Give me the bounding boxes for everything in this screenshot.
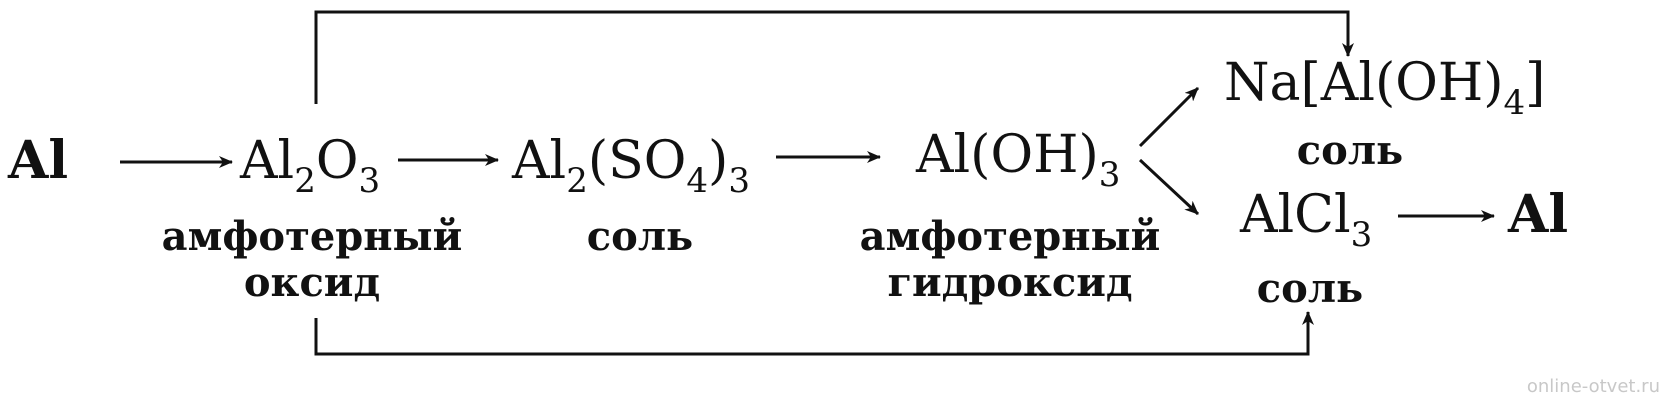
watermark: online-otvet.ru xyxy=(1527,376,1660,397)
sulfate-sub-2: 4 xyxy=(686,161,708,201)
hydroxide-sub-1: 3 xyxy=(1099,155,1121,195)
al2o3-caption-2: оксид xyxy=(244,259,380,306)
hydroxide-caption-2: гидроксид xyxy=(887,259,1132,306)
tetrahydroxo-part-2: ] xyxy=(1525,53,1545,113)
chloride-caption: соль xyxy=(1257,265,1363,312)
hydroxide-caption-1: амфотерный xyxy=(860,213,1161,260)
sulfate-part-3: ) xyxy=(708,131,728,191)
node-al-start: Al xyxy=(7,130,68,191)
node-alcl3: AlCl3 xyxy=(1239,185,1372,255)
node-al2so43: Al2(SO4)3 xyxy=(511,131,750,201)
tetrahydroxo-caption: соль xyxy=(1297,127,1403,174)
arrow-hydroxide-to-tetrahydroxoaluminate xyxy=(1138,86,1200,148)
tetrahydroxo-part-1: Na[Al(OH) xyxy=(1224,53,1504,113)
al2o3-sub-1: 2 xyxy=(294,161,316,201)
arrow-al2o3-to-chloride xyxy=(314,311,1314,356)
node-al-end: Al xyxy=(1507,184,1568,245)
node-naaloh4: Na[Al(OH)4] xyxy=(1224,53,1545,123)
sulfate-caption: соль xyxy=(587,213,693,260)
chloride-part-1: AlCl xyxy=(1239,185,1351,245)
al2o3-caption-1: амфотерный xyxy=(162,213,463,260)
arrow-hydroxide-to-chloride xyxy=(1138,158,1200,216)
al2o3-part-1: Al xyxy=(239,131,294,191)
sulfate-sub-3: 3 xyxy=(728,161,750,201)
tetrahydroxo-sub-1: 4 xyxy=(1504,83,1526,123)
sulfate-part-1: Al xyxy=(511,131,566,191)
al2o3-sub-2: 3 xyxy=(358,161,380,201)
hydroxide-part-1: Al(OH) xyxy=(915,125,1099,185)
node-al2o3: Al2O3 xyxy=(239,131,380,201)
sulfate-sub-1: 2 xyxy=(566,161,588,201)
al2o3-part-2: O xyxy=(316,131,359,191)
sulfate-part-2: (SO xyxy=(588,131,687,191)
node-aloh3: Al(OH)3 xyxy=(915,125,1120,195)
arrow-al2o3-to-tetrahydroxoaluminate xyxy=(314,10,1354,104)
chloride-sub-1: 3 xyxy=(1351,215,1373,255)
